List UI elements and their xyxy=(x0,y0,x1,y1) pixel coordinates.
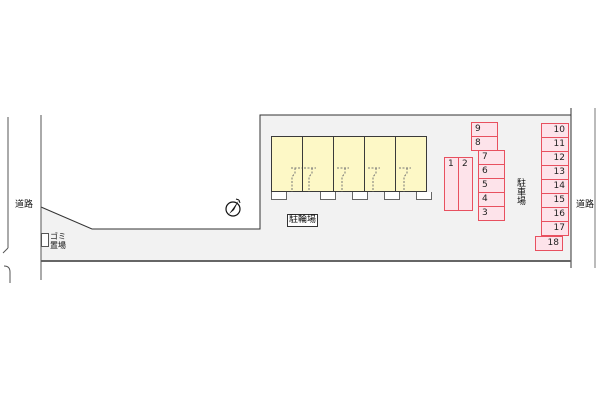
building-unit xyxy=(333,136,365,192)
parking-space-4: 4 xyxy=(478,192,505,207)
trash-bin-icon xyxy=(41,233,49,247)
entrance-porch xyxy=(352,192,368,200)
parking-space-6: 6 xyxy=(478,164,505,179)
parking-space-14: 14 xyxy=(541,179,569,194)
entrance-porch xyxy=(320,192,336,200)
parking-space-2: 2 xyxy=(458,157,473,211)
compass-north-arrow-icon xyxy=(225,198,241,217)
stair-icon xyxy=(304,167,316,192)
car-parking-label: 駐車場 xyxy=(515,178,525,205)
entrance-porch xyxy=(416,192,432,200)
parking-space-18: 18 xyxy=(535,236,563,251)
entrance-porch xyxy=(271,192,287,200)
trash-area-label: ゴミ 置場 xyxy=(50,232,66,250)
entrance-porch xyxy=(384,192,400,200)
parking-space-12: 12 xyxy=(541,151,569,166)
bike-parking-label: 駐輪場 xyxy=(287,214,319,227)
parking-space-13: 13 xyxy=(541,165,569,180)
road-label-left: 道路 xyxy=(15,200,34,210)
building-unit xyxy=(364,136,396,192)
stair-icon xyxy=(291,167,303,192)
building-unit xyxy=(302,136,334,192)
parking-space-5: 5 xyxy=(478,178,505,193)
parking-space-3: 3 xyxy=(478,206,505,221)
stair-icon xyxy=(399,167,411,192)
stair-icon xyxy=(368,167,380,192)
road-label-right: 道路 xyxy=(576,200,595,210)
parking-space-8: 8 xyxy=(471,136,498,151)
apartment-building xyxy=(271,136,427,192)
parking-space-17: 17 xyxy=(541,221,569,236)
stair-icon xyxy=(337,167,349,192)
parking-space-7: 7 xyxy=(478,150,505,165)
parking-space-1: 1 xyxy=(444,157,459,211)
building-unit xyxy=(271,136,303,192)
parking-space-11: 11 xyxy=(541,137,569,152)
building-unit xyxy=(395,136,427,192)
parking-space-16: 16 xyxy=(541,207,569,222)
parking-space-15: 15 xyxy=(541,193,569,208)
parking-space-9: 9 xyxy=(471,122,498,137)
parking-space-10: 10 xyxy=(541,123,569,138)
